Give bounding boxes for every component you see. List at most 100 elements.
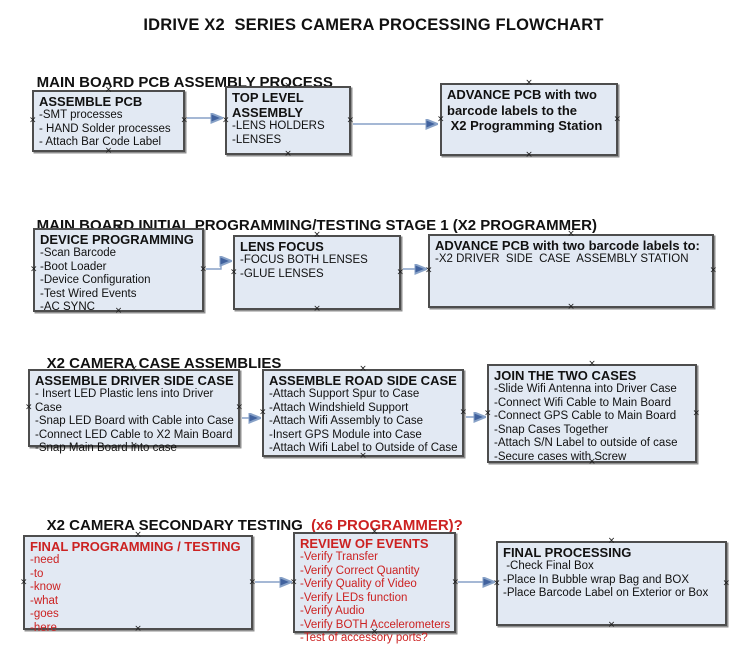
- connection-anchor-icon: ×: [692, 408, 700, 418]
- connection-anchor-icon: ×: [525, 150, 533, 160]
- connection-anchor-icon: ×: [607, 620, 616, 630]
- flow-box-lens-focus: LENS FOCUS -FOCUS BOTH LENSES-GLUE LENSE…: [230, 231, 404, 314]
- box-items: -Scan Barcode-Boot Loader-Device Configu…: [40, 247, 199, 315]
- connection-anchor-icon: ×: [396, 267, 404, 277]
- box-item: -Attach S/N Label to outside of case: [494, 437, 678, 449]
- box-item: -Attach Support Spur to Case: [269, 388, 420, 400]
- box-items: -Slide Wifi Antenna into Driver Case-Con…: [494, 383, 692, 464]
- box-title: ASSEMBLE ROAD SIDE CASE: [269, 373, 457, 388]
- arrow-device-to-lensfocus-icon: [206, 261, 230, 270]
- box-item: - Insert LED Plastic lens into Driver Ca…: [35, 388, 217, 414]
- box-item: -Verify Quality of Video: [300, 578, 417, 590]
- box-item: -Test of accessory ports?: [300, 632, 428, 644]
- connection-anchor-icon: ×: [459, 407, 467, 418]
- box-title: REVIEW OF EVENTS: [300, 536, 429, 551]
- connection-anchor-icon: ×: [567, 302, 575, 312]
- connection-anchor-icon: ×: [722, 578, 730, 588]
- flow-box-advance-pcb-driver-side-station: ADVANCE PCB with two barcode labels to: …: [425, 230, 717, 312]
- page-title: IDRIVE X2 SERIES CAMERA PROCESSING FLOWC…: [143, 16, 604, 34]
- box-item: -Slide Wifi Antenna into Driver Case: [494, 383, 677, 395]
- connection-anchor-icon: ×: [425, 265, 433, 276]
- box-items: -Attach Support Spur to Case-Attach Wind…: [269, 388, 459, 456]
- box-item: -FOCUS BOTH LENSES: [240, 254, 368, 266]
- connection-anchor-icon: ×: [230, 267, 238, 277]
- box-item: - Attach Bar Code Label: [39, 136, 162, 148]
- box-item: -Device Configuration: [40, 274, 151, 286]
- box-title: DEVICE PROGRAMMING: [40, 232, 194, 247]
- connection-anchor-icon: ×: [259, 407, 267, 418]
- box-item: -Place In Bubble wrap Bag and BOX: [503, 573, 690, 586]
- box-item: -Attach Windshield Support: [269, 401, 409, 414]
- box-items: -FOCUS BOTH LENSES-GLUE LENSES: [240, 254, 396, 281]
- box-item: -X2 DRIVER SIDE CASE ASSEMBLY STATION: [435, 253, 689, 265]
- connection-anchor-icon: ×: [20, 577, 28, 587]
- box-items: -need-to-know-what-goes-here: [30, 554, 248, 635]
- box-title: ADVANCE PCB with two barcode labels to:: [435, 238, 700, 253]
- box-item: -AC SYNC: [40, 301, 95, 313]
- box-item: -Connect LED Cable to X2 Main Board: [35, 428, 233, 441]
- connection-anchor-icon: ×: [451, 577, 459, 587]
- box-item: -goes: [30, 608, 59, 620]
- box-item: -Verify BOTH Accelerometers: [300, 618, 451, 631]
- box-item: - HAND Solder processes: [39, 122, 171, 135]
- box-title: TOP LEVEL ASSEMBLY: [232, 90, 307, 120]
- box-item: -LENSES: [232, 133, 282, 146]
- section-heading-case-assemblies: X2 CAMERA CASE ASSEMBLIES: [30, 338, 282, 389]
- box-item: -what: [30, 594, 59, 607]
- box-item: -Verify Transfer: [300, 551, 378, 563]
- flow-box-assemble-driver-side-case: ASSEMBLE DRIVER SIDE CASE - Insert LED P…: [25, 365, 243, 455]
- connection-anchor-icon: ×: [199, 264, 207, 275]
- flow-box-device-programming: DEVICE PROGRAMMING -Scan Barcode-Boot Lo…: [30, 224, 207, 316]
- connection-anchor-icon: ×: [290, 577, 298, 587]
- box-item: -Check Final Box: [503, 560, 594, 572]
- box-title: ASSEMBLE DRIVER SIDE CASE: [35, 373, 234, 388]
- flow-box-assemble-road-side-case: ASSEMBLE ROAD SIDE CASE -Attach Support …: [259, 365, 467, 461]
- section-heading-highlight: (x6 PROGRAMMER)?: [311, 517, 463, 534]
- box-title: ASSEMBLE PCB: [39, 94, 143, 109]
- section-heading-text: X2 CAMERA CASE ASSEMBLIES: [46, 355, 282, 372]
- box-item: -Place Barcode Label on Exterior or Box: [503, 587, 709, 599]
- connection-anchor-icon: ×: [248, 577, 256, 587]
- box-item: -Attach Wifi Assembly to Case: [269, 415, 424, 427]
- box-item: -Verify Audio: [300, 605, 365, 617]
- connection-anchor-icon: ×: [709, 265, 717, 276]
- box-items: -SMT processes- HAND Solder processes- A…: [39, 109, 180, 150]
- box-title: FINAL PROGRAMMING / TESTING: [30, 539, 241, 554]
- connection-anchor-icon: ×: [180, 115, 188, 126]
- box-item: -Secure cases with Screw: [494, 450, 627, 463]
- box-item: X2 Programming Station: [447, 118, 603, 133]
- connection-anchor-icon: ×: [437, 114, 445, 124]
- connection-anchor-icon: ×: [30, 264, 38, 275]
- box-item: barcode labels to the: [447, 102, 578, 118]
- connection-anchor-icon: ×: [346, 115, 354, 125]
- box-title: JOIN THE TWO CASES: [494, 368, 637, 383]
- connection-anchor-icon: ×: [484, 408, 492, 418]
- box-item: -Insert GPS Module into Case: [269, 428, 422, 441]
- box-item: -Connect GPS Cable to Main Board: [494, 410, 677, 422]
- box-item: ADVANCE PCB with two: [447, 87, 597, 102]
- connection-anchor-icon: ×: [222, 115, 230, 125]
- box-item: -Connect Wifi Cable to Main Board: [494, 396, 672, 409]
- flow-box-final-processing: FINAL PROCESSING -Check Final Box-Place …: [493, 537, 730, 630]
- section-heading-text: X2 CAMERA SECONDARY TESTING: [46, 517, 312, 534]
- connection-anchor-icon: ×: [29, 115, 37, 126]
- box-item: -Snap LED Board with Cable into Case: [35, 415, 234, 427]
- box-item: -Snap Main Board into case: [35, 442, 177, 454]
- box-items: -X2 DRIVER SIDE CASE ASSEMBLY STATION: [435, 253, 709, 267]
- connection-anchor-icon: ×: [25, 402, 33, 413]
- box-item: -to: [30, 567, 44, 580]
- connection-anchor-icon: ×: [613, 114, 621, 124]
- box-items: - Insert LED Plastic lens into Driver Ca…: [35, 388, 235, 456]
- box-item: -Boot Loader: [40, 260, 107, 273]
- box-item: -LENS HOLDERS: [232, 120, 325, 132]
- connection-anchor-icon: ×: [493, 578, 501, 588]
- box-title: LENS FOCUS: [240, 239, 324, 254]
- box-item: -SMT processes: [39, 109, 123, 121]
- box-item: -here: [30, 621, 57, 634]
- box-item: -Scan Barcode: [40, 247, 117, 259]
- flow-box-final-programming-testing: FINAL PROGRAMMING / TESTING -need-to-kno…: [20, 531, 256, 634]
- box-item: -Verify Correct Quantity: [300, 564, 420, 577]
- box-item: -need: [30, 554, 60, 566]
